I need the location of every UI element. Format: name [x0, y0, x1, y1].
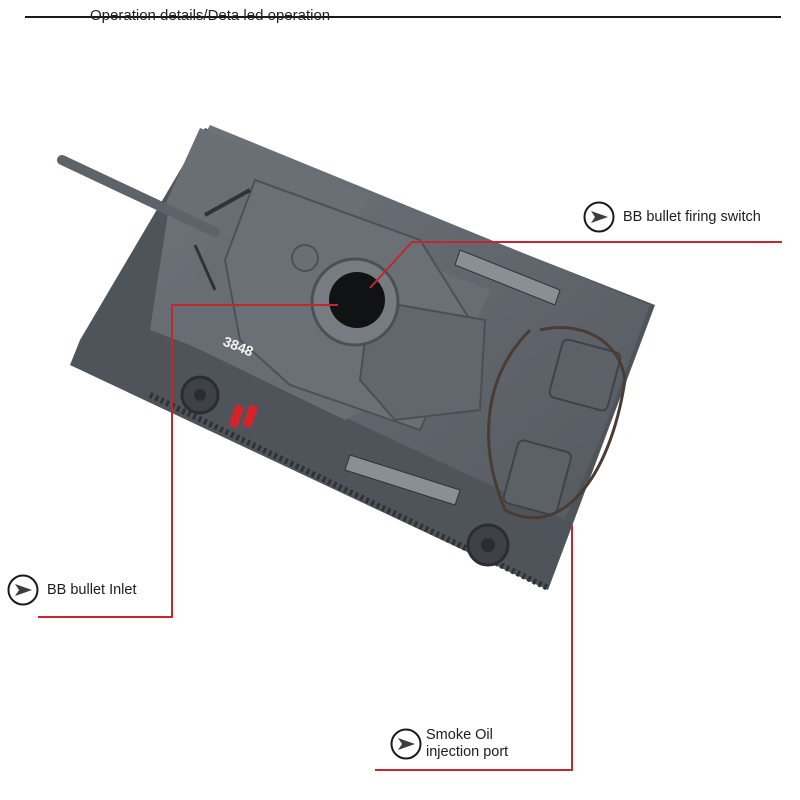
arrow-right-circle-icon: [583, 201, 615, 233]
page-title-text: Operation details/Deta led operation: [90, 7, 331, 24]
leader-firing-switch: [369, 241, 782, 289]
callout-label-line1: Smoke Oil: [426, 727, 493, 743]
leader-bb-inlet: [38, 304, 338, 618]
leader-smoke-port: [375, 525, 573, 771]
callout-bb-bullet-inlet: BB bullet Inlet: [7, 574, 136, 606]
arrow-right-circle-icon: [390, 728, 422, 760]
callout-label: BB bullet firing switch: [623, 208, 761, 225]
callout-smoke-oil-injection-port: Smoke Oil injection port: [390, 727, 508, 761]
callout-label: BB bullet Inlet: [47, 581, 137, 598]
tank-body: 3848: [57, 125, 655, 591]
page-title: Operation details/Deta led operation: [90, 6, 330, 26]
callout-label: Smoke Oil injection port: [426, 727, 508, 761]
callout-label-line2: injection port: [426, 744, 509, 760]
arrow-right-circle-icon: [7, 574, 39, 606]
callout-bb-bullet-firing-switch: BB bullet firing switch: [583, 201, 761, 233]
header-rule: [25, 16, 781, 18]
